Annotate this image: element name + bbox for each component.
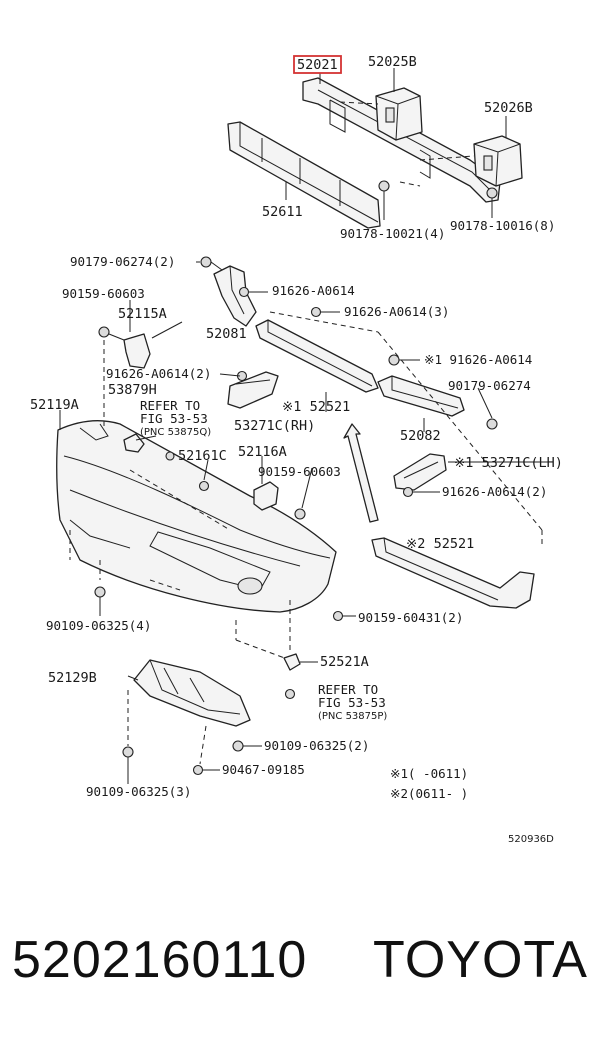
bolt-90178-10021 [378, 180, 390, 220]
bolt-91626-A0614-a [238, 286, 268, 298]
bracket-52026B[interactable] [473, 135, 523, 187]
refer-to-2[interactable]: REFER TO [318, 682, 378, 697]
label-90467-09185[interactable]: 90467-09185 [222, 762, 305, 777]
footer: 5202160110 TOYOTA [0, 930, 600, 1020]
label-52161C[interactable]: 52161C [178, 448, 227, 464]
retainer-52521-rh[interactable] [255, 319, 379, 393]
bolt-90109-06325-2 [232, 740, 262, 752]
label-91626-A0614-3[interactable]: 91626-A0614(3) [344, 304, 449, 319]
label-52116A[interactable]: 52116A [238, 444, 287, 460]
label-91626-A0614-2a[interactable]: 91626-A0614(2) [106, 366, 211, 381]
bolt-90179-06274 [200, 256, 223, 271]
bracket-53271C-lh[interactable] [393, 453, 447, 498]
clip-52161C [198, 480, 210, 492]
label-53271C-rh[interactable]: 53271C(RH) [234, 418, 315, 434]
label-52521-x1[interactable]: ※1 52521 [282, 399, 350, 415]
refer-fig-1[interactable]: FIG 53-53 [140, 411, 208, 426]
retainer-52521-2[interactable] [371, 537, 535, 609]
label-90179-06274-2[interactable]: 90179-06274(2) [70, 254, 175, 269]
label-90159-60603-b[interactable]: 90159-60603 [258, 464, 341, 479]
clip-52521A [283, 653, 318, 671]
note-2: ※2(0611- ) [390, 786, 468, 801]
label-52521-x2[interactable]: ※2 52521 [406, 536, 474, 552]
bolt-90467-09185 [192, 764, 220, 776]
bracket-53271C-rh[interactable] [227, 370, 279, 409]
direction-arrow [343, 423, 379, 523]
label-90109-06325-3[interactable]: 90109-06325(3) [86, 784, 191, 799]
label-91626-A0614-a[interactable]: 91626-A0614 [272, 283, 355, 298]
label-52129B[interactable]: 52129B [48, 670, 97, 686]
bracket-53879H[interactable] [123, 433, 175, 461]
bumper-cover-52119A[interactable] [56, 420, 337, 613]
bolt-90109-06325-3 [122, 746, 134, 784]
bolt-90159-60431 [332, 610, 356, 622]
bolt-91626-A0614-3 [310, 306, 340, 318]
label-52026B[interactable]: 52026B [484, 100, 533, 116]
bolt-90178-10016 [486, 187, 498, 218]
bolt-90109-06325-4 [94, 586, 106, 616]
absorber-52611[interactable] [227, 121, 381, 229]
undercover-52129B[interactable] [133, 659, 251, 727]
refer-pnc-1[interactable]: (PNC 53875Q) [140, 427, 211, 438]
bracket-52116A[interactable] [253, 481, 306, 520]
label-53271C-lh[interactable]: ※1 53271C(LH) [454, 455, 563, 471]
label-52082[interactable]: 52082 [400, 428, 441, 444]
bracket-52081[interactable] [213, 265, 257, 327]
note-1: ※1( -0611) [390, 766, 468, 781]
label-52025B[interactable]: 52025B [368, 54, 417, 70]
label-90159-60431[interactable]: 90159-60431(2) [358, 610, 463, 625]
refer-pnc-2[interactable]: (PNC 53875P) [318, 711, 387, 722]
label-90159-60603-a[interactable]: 90159-60603 [62, 286, 145, 301]
label-52611[interactable]: 52611 [262, 204, 303, 220]
label-91626-A0614-x1[interactable]: ※1 91626-A0614 [424, 352, 532, 367]
label-90109-06325-4[interactable]: 90109-06325(4) [46, 618, 151, 633]
diagram-code: 520936D [508, 834, 554, 845]
label-91626-A0614-2b[interactable]: 91626-A0614(2) [442, 484, 547, 499]
label-52521A[interactable]: 52521A [320, 654, 369, 670]
label-90109-06325-2[interactable]: 90109-06325(2) [264, 738, 369, 753]
label-52021[interactable]: 52021 [297, 57, 338, 73]
highlight-box [293, 55, 342, 74]
brand-name: TOYOTA [373, 931, 588, 989]
refer-to-1[interactable]: REFER TO [140, 398, 200, 413]
label-90178-10016[interactable]: 90178-10016(8) [450, 218, 555, 233]
bracket-52115A[interactable] [98, 326, 151, 369]
label-52119A[interactable]: 52119A [30, 397, 79, 413]
part-number: 5202160110 [12, 931, 308, 989]
label-90179-06274-b[interactable]: 90179-06274 [448, 378, 531, 393]
label-90178-10021[interactable]: 90178-10021(4) [340, 226, 445, 241]
label-52115A[interactable]: 52115A [118, 306, 167, 322]
bracket-52025B[interactable] [375, 87, 423, 141]
refer-fig-2[interactable]: FIG 53-53 [318, 695, 386, 710]
clip-refer-53875P [284, 688, 296, 700]
label-53879H[interactable]: 53879H [108, 382, 157, 398]
label-52081[interactable]: 52081 [206, 326, 247, 342]
